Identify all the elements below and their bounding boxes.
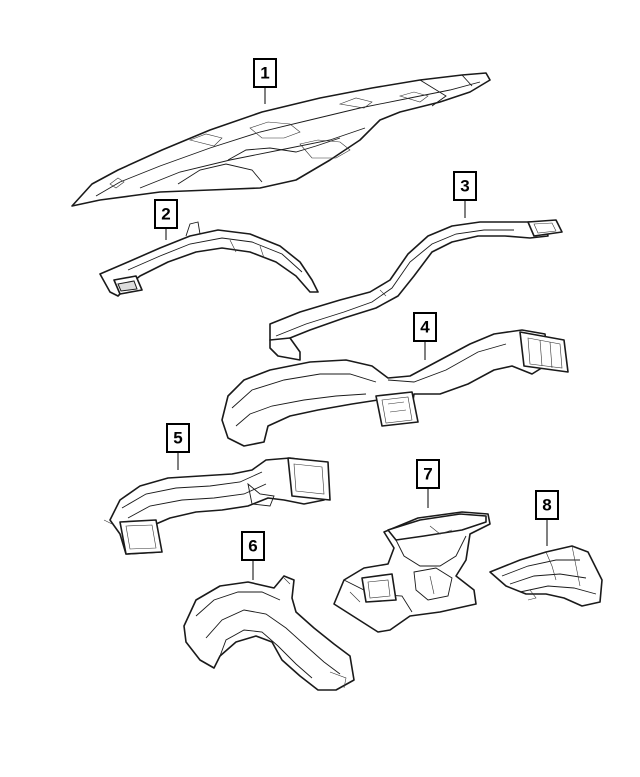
callout-4-label: 4: [420, 318, 430, 337]
part-1-dash-duct[interactable]: [71, 72, 491, 207]
callout-5-label: 5: [173, 429, 182, 448]
part-5-side-duct[interactable]: [103, 457, 331, 555]
part-3-snake-duct[interactable]: [269, 219, 563, 361]
callout-8-label: 8: [542, 496, 551, 515]
callout-8[interactable]: 8: [535, 490, 559, 520]
part-8-small-duct[interactable]: [489, 545, 603, 607]
callout-2-label: 2: [161, 205, 170, 224]
callout-3-label: 3: [460, 177, 469, 196]
callout-3[interactable]: 3: [453, 171, 477, 201]
part-2-curved-duct[interactable]: [99, 221, 319, 297]
part-6-floor-duct[interactable]: [183, 575, 355, 691]
part-7-console-duct[interactable]: [333, 511, 491, 633]
callout-5[interactable]: 5: [166, 423, 190, 453]
callout-7[interactable]: 7: [416, 459, 440, 489]
callout-6-label: 6: [248, 537, 257, 556]
callout-1-label: 1: [260, 64, 269, 83]
callout-7-label: 7: [423, 465, 432, 484]
callout-4[interactable]: 4: [413, 312, 437, 342]
callout-2[interactable]: 2: [154, 199, 178, 229]
part-4-center-duct[interactable]: [221, 329, 569, 447]
callout-1[interactable]: 1: [253, 58, 277, 88]
callout-6[interactable]: 6: [241, 531, 265, 561]
leader-lines: [165, 87, 548, 580]
